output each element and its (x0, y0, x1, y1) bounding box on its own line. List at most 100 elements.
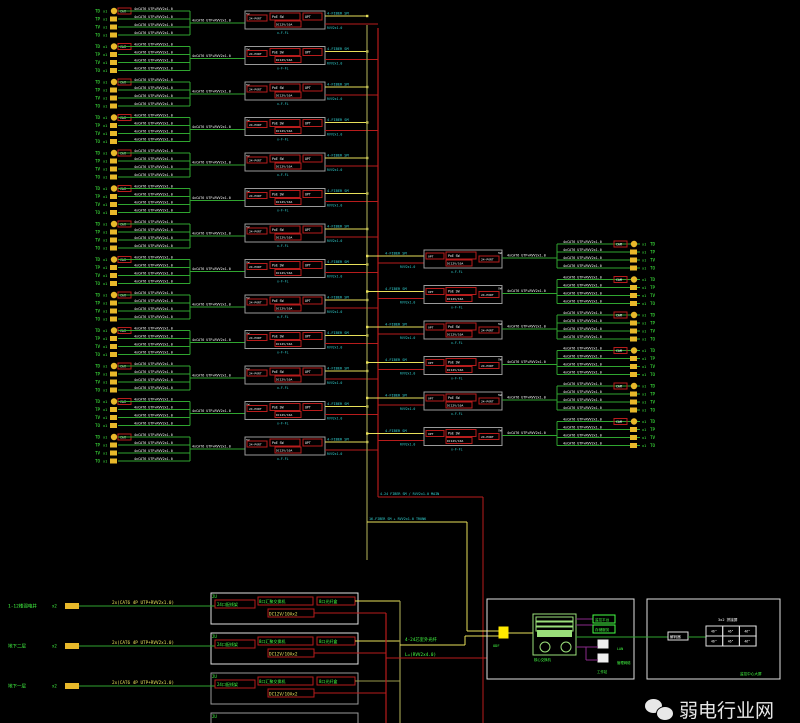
poe-switch-label: PoE SW (272, 370, 284, 374)
terminal-count: x1 (103, 231, 107, 235)
drop-cable-label: 4xCAT6 UTP+RVV2x1.0 (563, 248, 602, 252)
terminal-count: x1 (103, 18, 107, 22)
power-branch-label: RVV2x1.0 (400, 265, 415, 269)
switch-enclosure (244, 81, 326, 101)
terminal-code: TV (95, 380, 101, 385)
terminal-code: TO (95, 459, 101, 464)
terminal-count: x1 (103, 353, 107, 357)
terminal-count: x1 (103, 116, 107, 120)
psu-label: DC12V/10A (447, 368, 463, 372)
junction-dot (366, 290, 369, 293)
lan-label: LAN (617, 647, 623, 651)
terminal-count: x1 (103, 61, 107, 65)
decoder-label: 解码器 (670, 634, 681, 639)
storage-service-label: 存储服务 (595, 627, 610, 632)
trunk-label: 4xCAT6 UTP+RVV2x1.0 (507, 431, 546, 435)
terminal-count: x1 (103, 266, 107, 270)
drop-cable-label: 4xCAT6 UTP+RVV2x1.0 (134, 441, 173, 445)
fiber-branch-label: 4-FIBER SM (385, 358, 407, 362)
outlet-icon (110, 450, 117, 456)
switch-location: x-F-FL (277, 138, 289, 142)
terminal-code: TV (95, 273, 101, 278)
drop-cable-label: 4xCAT6 UTP+RVV2x1.0 (563, 363, 602, 367)
outlet-icon (110, 281, 117, 286)
monitor-platform (592, 614, 616, 624)
psu (445, 295, 473, 302)
terminal-count: x1 (103, 187, 107, 191)
aggregation-switch-label: 8口汇聚交换机 (259, 678, 285, 684)
terminal-code: TV (650, 435, 656, 440)
drop-cable-label: 4xCAT6 UTP+RVV2x1.0 (563, 276, 602, 280)
outlet-icon (110, 308, 117, 314)
camera-icon (630, 276, 638, 283)
switch-location: x-F-FL (451, 377, 463, 381)
switch-corner-tag: SW (498, 429, 502, 433)
trunk-label: 4xCAT6 UTP+RVV2x1.0 (192, 161, 231, 165)
psu (274, 233, 302, 241)
poe-switch-label: PoE SW (272, 441, 284, 445)
camera-icon (110, 433, 118, 441)
workstation-label: 工作站 (597, 669, 608, 674)
outlet-icon (65, 683, 79, 689)
psu-label: DC12V/10A (276, 342, 292, 346)
terminal-code: TP (95, 301, 101, 306)
monitor-platform-label: 监控平台 (595, 617, 610, 622)
poe-switch-label: PoE SW (448, 432, 460, 436)
switch-location: x-F-FL (277, 244, 289, 248)
drop-cable-label: 4xCAT6 UTP+RVV2x1.0 (134, 114, 173, 118)
psu (445, 366, 473, 373)
floor-cable-label: 2x(CAT6 4P UTP+RVV2x1.0) (112, 600, 174, 606)
camera-icon (110, 78, 118, 86)
fiber-box-label: OPT (305, 228, 311, 232)
outlet-icon (110, 139, 117, 144)
patch-panel (246, 227, 268, 235)
outlet-icon (110, 210, 117, 215)
drop-cable-label: 4xCAT6 UTP+RVV2x1.0 (134, 351, 173, 355)
camera-icon (110, 43, 118, 50)
trunk-label: 4xCAT6 UTP+RVV2x1.0 (507, 289, 546, 293)
control-room-frame (486, 598, 635, 680)
outlet-icon (110, 103, 117, 109)
terminal-code: TP (650, 427, 656, 432)
outlet-icon (110, 229, 117, 235)
terminal-count: x1 (642, 286, 646, 290)
terminal-count: x1 (642, 330, 646, 334)
workstation-icon (597, 653, 609, 663)
fiber-out-label: 4-FIBER SM (327, 402, 349, 406)
psu (274, 198, 302, 205)
fiber-out-label: 4-FIBER SM (327, 83, 349, 87)
trunk-label: 4xCAT6 UTP+RVV2x1.0 (507, 325, 546, 329)
patch-panel-label: 24-PORT (249, 52, 262, 56)
patch-panel (246, 14, 268, 22)
display-room-label: 监控中心大屏 (740, 671, 762, 676)
core-switch-label: 核心交换机 (534, 657, 552, 662)
terminal-count: x1 (103, 345, 107, 349)
patch-panel-label: 24-PORT (249, 230, 262, 234)
switch-corner-tag: SW (246, 332, 250, 336)
device-tag: CAM (616, 242, 622, 246)
switch-corner-tag: SW (498, 393, 502, 397)
poe-switch-label: PoE SW (448, 396, 460, 400)
terminal-code: TD (95, 44, 101, 49)
trunk-label: 4xCAT6 UTP+RVV2x1.0 (192, 125, 231, 129)
drop-cable-label: 4xCAT6 UTP+RVV2x1.0 (134, 43, 173, 47)
poe-switch (445, 251, 477, 260)
terminal-count: x1 (103, 337, 107, 341)
outlet-icon (630, 285, 637, 290)
drop-cable-label: 4xCAT6 UTP+RVV2x1.0 (134, 449, 173, 453)
terminal-count: x1 (103, 89, 107, 93)
terminal-count: x1 (642, 385, 646, 389)
switch-enclosure (244, 436, 326, 456)
psu (445, 401, 473, 409)
poe-switch (269, 367, 301, 376)
trunk-label: 4xCAT6 UTP+RVV2x1.0 (192, 19, 231, 23)
terminal-code: TD (95, 9, 101, 14)
terminal-count: x1 (103, 302, 107, 306)
outlet-icon (65, 603, 79, 609)
watermark: 弱电行业网 (645, 696, 774, 723)
fiber-box (302, 154, 323, 163)
patch-panel (478, 362, 500, 369)
patch-panel (246, 85, 268, 93)
psu-label: DC12V/10A (276, 58, 292, 62)
fiber-branch-label: 4-FIBER SM (385, 429, 407, 433)
